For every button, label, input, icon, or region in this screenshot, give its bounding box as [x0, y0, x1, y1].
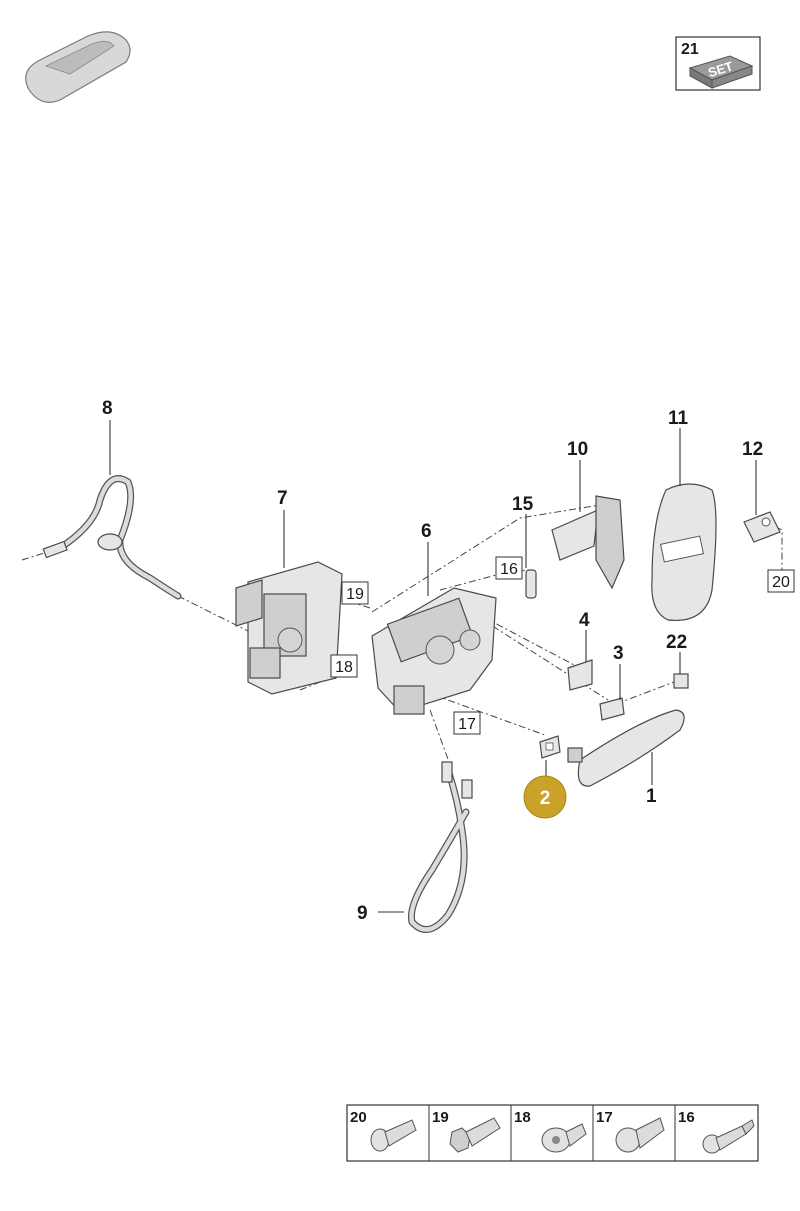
- part-1-door-handle[interactable]: [567, 709, 685, 787]
- callout-6[interactable]: 6: [421, 521, 432, 542]
- fastener-number-20: 20: [350, 1109, 367, 1126]
- fastener-table: 20 19 18 17: [346, 1104, 759, 1162]
- callout-1[interactable]: 1: [646, 786, 657, 807]
- leader-lines: [109, 420, 757, 913]
- torx-screw-icon: [541, 1123, 587, 1153]
- boxed-ref-20-label: 20: [772, 574, 790, 591]
- car-thumbnail-icon: [25, 31, 131, 103]
- boxed-ref-19-label: 19: [346, 586, 364, 603]
- part-4-bracket[interactable]: [567, 659, 593, 691]
- fastener-cell-18[interactable]: 18: [514, 1109, 587, 1153]
- part-3-plate[interactable]: [599, 697, 625, 721]
- part-11-trim-cover[interactable]: [651, 483, 717, 622]
- part-8-cable[interactable]: [42, 475, 182, 600]
- callout-10[interactable]: 10: [567, 439, 588, 460]
- part-2-gasket[interactable]: [539, 735, 561, 759]
- fastener-number-16: 16: [678, 1109, 695, 1126]
- callout-9[interactable]: 9: [357, 903, 368, 924]
- callout-11[interactable]: 11: [668, 408, 689, 429]
- part-15-pin[interactable]: [525, 569, 537, 599]
- callout-22[interactable]: 22: [666, 632, 687, 653]
- part-6-door-lock[interactable]: [371, 587, 497, 715]
- part-7-lock-module[interactable]: [235, 561, 343, 695]
- set-badge[interactable]: 21 SET: [675, 36, 761, 91]
- boxed-ref-20[interactable]: 20: [767, 569, 795, 593]
- callout-15[interactable]: 15: [512, 494, 534, 515]
- fastener-cell-17[interactable]: 17: [596, 1109, 665, 1153]
- fastener-cell-16[interactable]: 16: [678, 1109, 755, 1154]
- callout-12[interactable]: 12: [742, 439, 763, 460]
- fastener-number-17: 17: [596, 1109, 613, 1126]
- fastener-number-19: 19: [432, 1109, 449, 1126]
- part-22-clip[interactable]: [673, 673, 689, 689]
- shoulder-bolt-icon: [702, 1119, 755, 1154]
- boxed-ref-18[interactable]: 18: [330, 654, 358, 678]
- hex-flange-bolt-icon: [449, 1117, 501, 1153]
- fastener-cell-19[interactable]: 19: [432, 1109, 501, 1153]
- callout-4[interactable]: 4: [579, 610, 590, 631]
- callout-2: 2: [540, 788, 551, 809]
- callout-3[interactable]: 3: [613, 643, 624, 664]
- fastener-number-18: 18: [514, 1109, 531, 1126]
- set-badge-text: SET: [706, 58, 735, 80]
- boxed-ref-17[interactable]: 17: [453, 711, 481, 735]
- callout-2-highlighted[interactable]: 2: [523, 775, 567, 819]
- boxed-ref-19[interactable]: 19: [341, 581, 369, 605]
- boxed-ref-18-label: 18: [335, 659, 353, 676]
- boxed-ref-16[interactable]: 16: [495, 556, 523, 580]
- fastener-cell-20[interactable]: 20: [350, 1109, 417, 1152]
- part-10-bracket[interactable]: [551, 495, 625, 590]
- round-head-bolt-icon: [615, 1117, 665, 1153]
- set-badge-number: 21: [681, 41, 699, 58]
- callout-7[interactable]: 7: [277, 488, 288, 509]
- boxed-ref-16-label: 16: [500, 561, 518, 578]
- part-12-clip[interactable]: [743, 511, 781, 543]
- flat-head-bolt-icon: [370, 1119, 417, 1152]
- callout-8[interactable]: 8: [102, 398, 113, 419]
- boxed-ref-17-label: 17: [458, 716, 476, 733]
- part-9-cable[interactable]: [407, 761, 473, 933]
